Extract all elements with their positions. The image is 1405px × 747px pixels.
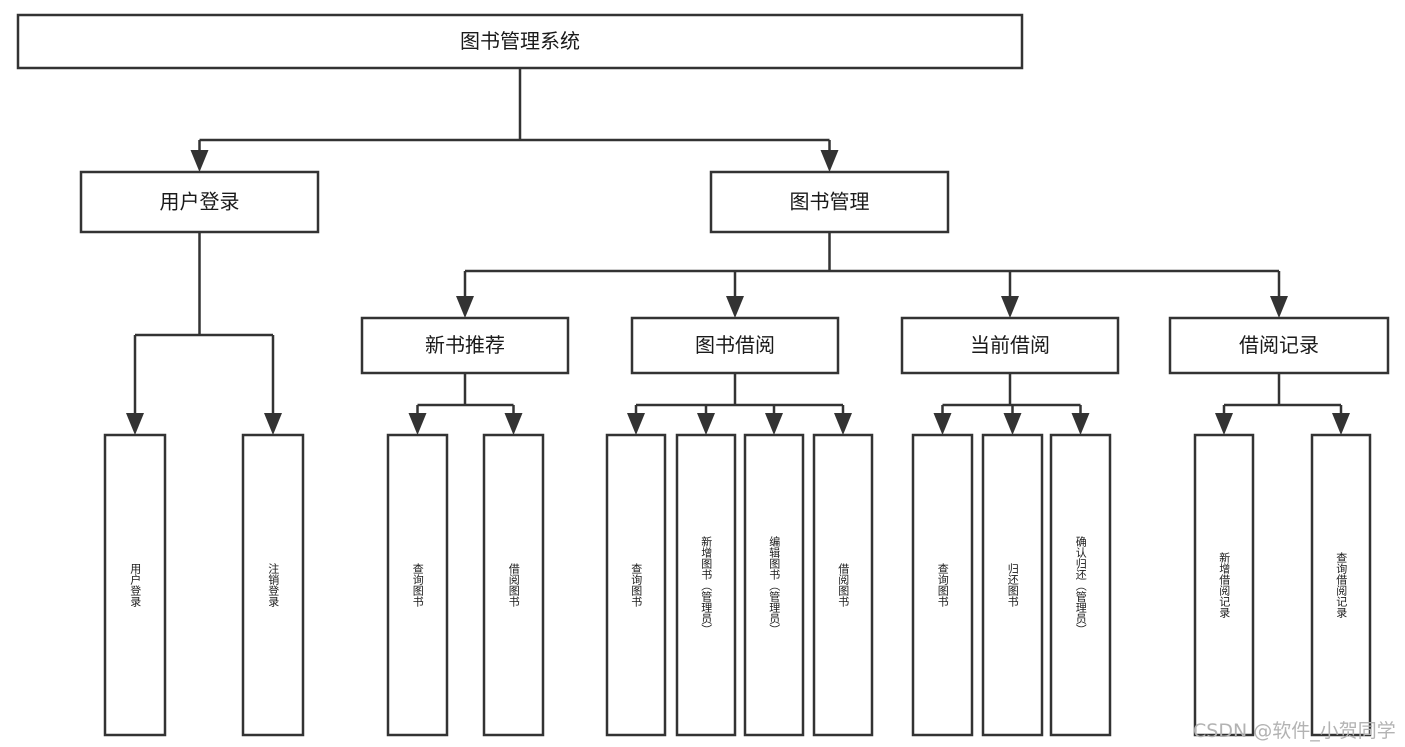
arrow-head-icon [1071, 413, 1090, 435]
node-leaf-leaf-confirm-return[interactable] [1049, 433, 1112, 737]
arrow-head-icon [933, 413, 952, 435]
arrow-head-icon [834, 413, 852, 435]
node-level3-label-borrow-record: 借阅记录 [1239, 333, 1319, 357]
connectors-layer [126, 68, 1350, 435]
node-leaf-leaf-query-record[interactable] [1310, 433, 1372, 737]
arrow-head-icon [126, 413, 144, 435]
arrow-head-icon [1003, 413, 1022, 435]
node-level3-label-new-book-recommend: 新书推荐 [425, 333, 505, 357]
arrow-head-icon [1215, 413, 1233, 435]
node-leaf-leaf-borrow-book-2[interactable] [812, 433, 874, 737]
node-level3-book-borrow[interactable] [630, 316, 840, 375]
node-level3-label-book-borrow: 图书借阅 [695, 333, 775, 357]
arrow-head-icon [820, 150, 839, 172]
arrow-head-icon [765, 413, 783, 435]
node-leaf-leaf-add-book[interactable] [675, 433, 737, 737]
node-leaf-leaf-logout[interactable] [241, 433, 305, 737]
node-leaf-leaf-query-book-1[interactable] [386, 433, 449, 737]
arrow-head-icon [264, 413, 282, 435]
node-leaf-leaf-add-record[interactable] [1193, 433, 1255, 737]
node-leaf-leaf-edit-book[interactable] [743, 433, 805, 737]
node-leaf-leaf-query-book-3[interactable] [911, 433, 974, 737]
arrow-head-icon [1001, 296, 1019, 318]
arrow-head-icon [190, 150, 209, 172]
node-root-label: 图书管理系统 [460, 29, 580, 53]
node-root[interactable] [16, 13, 1024, 70]
node-level2-label-book-manage: 图书管理 [790, 190, 870, 214]
arrow-head-icon [1270, 296, 1288, 318]
arrow-head-icon [408, 413, 427, 435]
arrow-head-icon [504, 413, 523, 435]
node-leaf-leaf-query-book-2[interactable] [605, 433, 667, 737]
node-level3-label-current-borrow: 当前借阅 [970, 333, 1050, 357]
arrow-head-icon [726, 296, 744, 318]
node-level3-borrow-record[interactable] [1168, 316, 1390, 375]
watermark-text: CSDN @软件_小贺同学 [1193, 720, 1396, 742]
node-level3-current-borrow[interactable] [900, 316, 1120, 375]
node-level2-book-manage[interactable] [709, 170, 950, 234]
node-level2-user-login[interactable] [79, 170, 320, 234]
node-level2-label-user-login: 用户登录 [160, 190, 240, 214]
arrow-head-icon [456, 296, 474, 318]
arrow-head-icon [697, 413, 715, 435]
boxes-layer [16, 13, 1390, 737]
node-leaf-leaf-return-book[interactable] [981, 433, 1044, 737]
node-level3-new-book-recommend[interactable] [360, 316, 570, 375]
node-leaf-leaf-user-login[interactable] [103, 433, 167, 737]
arrow-head-icon [1332, 413, 1350, 435]
node-leaf-leaf-borrow-book-1[interactable] [482, 433, 545, 737]
arrow-head-icon [627, 413, 645, 435]
